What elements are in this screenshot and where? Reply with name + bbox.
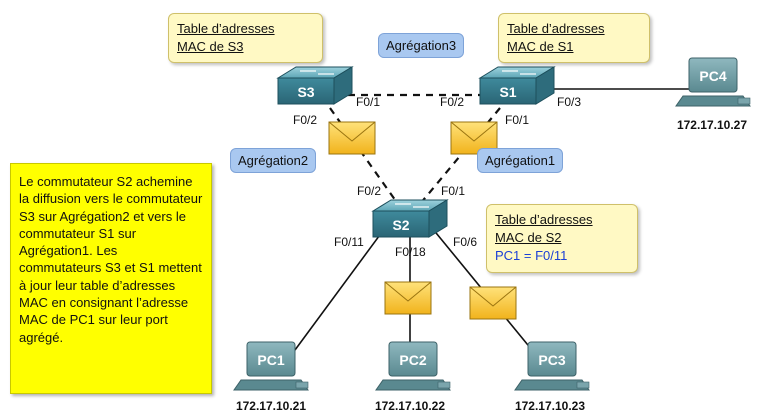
tag-aggregation2: Agrégation2 bbox=[230, 148, 317, 173]
pc-icon-pc4[interactable]: PC4 bbox=[675, 57, 751, 107]
pc-icon-pc2[interactable]: PC2 bbox=[375, 341, 451, 391]
note-s1-line2: MAC de S1 bbox=[507, 39, 574, 54]
note-s1-line1: Table d’adresses bbox=[507, 21, 605, 36]
pc-icon-pc3[interactable]: PC3 bbox=[514, 341, 590, 391]
switch-s2[interactable]: S2 bbox=[371, 199, 449, 238]
tag-aggregation1: Agrégation1 bbox=[477, 148, 564, 173]
ip-pc2: 172.17.10.22 bbox=[375, 399, 445, 413]
port-s3-f02: F0/2 bbox=[293, 113, 317, 127]
link-s2-pc1 bbox=[294, 227, 386, 351]
note-s2-line1: Table d’adresses bbox=[495, 212, 593, 227]
switch-s1[interactable]: S1 bbox=[478, 66, 556, 105]
pc-label-pc3: PC3 bbox=[538, 352, 565, 368]
note-s2-entry: PC1 = F0/11 bbox=[495, 248, 568, 263]
switch-s3[interactable]: S3 bbox=[276, 66, 354, 105]
pc-label-pc1: PC1 bbox=[257, 352, 284, 368]
note-s3-line1: Table d’adresses bbox=[177, 21, 275, 36]
tag-aggregation3: Agrégation3 bbox=[378, 33, 465, 58]
envelope-icon bbox=[469, 286, 517, 320]
pc-label-pc2: PC2 bbox=[399, 352, 426, 368]
explanation-callout: Le commutateur S2 achemine la diffusion … bbox=[10, 163, 212, 394]
note-s2-line2: MAC de S2 bbox=[495, 230, 562, 245]
mac-table-note-s2: Table d’adresses MAC de S2 PC1 = F0/11 bbox=[486, 204, 638, 273]
envelope-icon bbox=[328, 121, 376, 155]
port-s2-f011: F0/11 bbox=[334, 235, 364, 249]
port-s1-f02: F0/2 bbox=[440, 95, 464, 109]
pc-icon-pc1[interactable]: PC1 bbox=[233, 341, 309, 391]
switch-label-s1: S1 bbox=[499, 84, 516, 100]
link-s1-s2 bbox=[419, 107, 501, 205]
port-s1-f03: F0/3 bbox=[557, 95, 581, 109]
switch-label-s3: S3 bbox=[297, 84, 314, 100]
switch-arrows-icon bbox=[300, 70, 334, 75]
ip-pc4: 172.17.10.27 bbox=[677, 118, 747, 132]
mac-table-note-s3: Table d’adresses MAC de S3 bbox=[168, 13, 323, 63]
port-s2-f02: F0/2 bbox=[357, 184, 381, 198]
port-s1-f01: F0/1 bbox=[505, 113, 529, 127]
port-s3-f01: F0/1 bbox=[356, 95, 380, 109]
note-s3-line2: MAC de S3 bbox=[177, 39, 244, 54]
ip-pc1: 172.17.10.21 bbox=[236, 399, 306, 413]
port-s2-f018: F0/18 bbox=[395, 245, 426, 259]
ip-pc3: 172.17.10.23 bbox=[515, 399, 585, 413]
port-s2-f01: F0/1 bbox=[441, 184, 465, 198]
switch-label-s2: S2 bbox=[392, 217, 409, 233]
envelope-icon bbox=[384, 281, 432, 315]
switch-arrows-icon bbox=[502, 70, 536, 75]
port-s2-f06: F0/6 bbox=[453, 235, 477, 249]
switch-arrows-icon bbox=[395, 203, 429, 208]
pc-label-pc4: PC4 bbox=[699, 68, 726, 84]
mac-table-note-s1: Table d’adresses MAC de S1 bbox=[498, 13, 650, 63]
